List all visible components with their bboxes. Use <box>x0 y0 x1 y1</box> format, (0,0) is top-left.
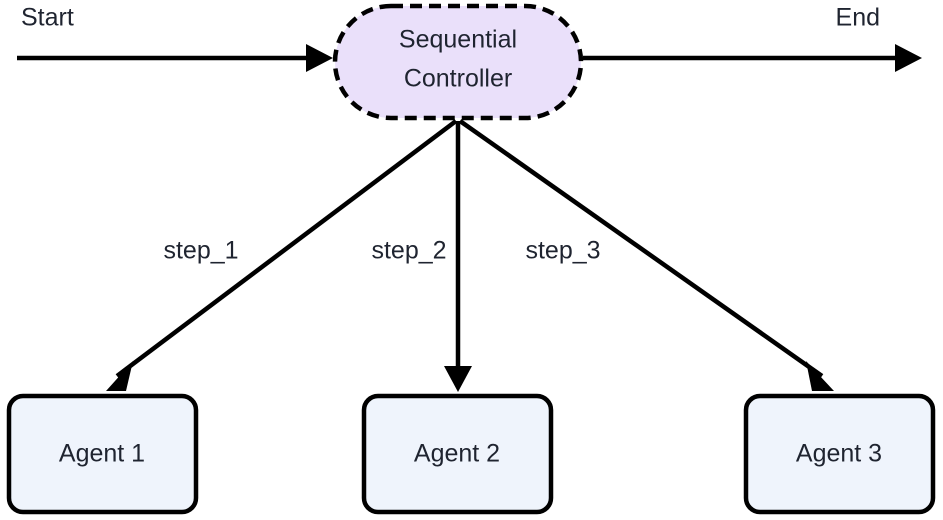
controller-label-line2: Controller <box>404 65 512 93</box>
edge-step-2-arrowhead <box>444 366 472 392</box>
edge-start-arrowhead <box>306 44 333 72</box>
controller-shape[interactable] <box>332 3 584 121</box>
agent-1-shape[interactable] <box>6 393 199 515</box>
edge-step-1-arrow <box>106 119 458 391</box>
edge-step-3-line <box>458 119 824 378</box>
agent-3-shape[interactable] <box>743 393 936 515</box>
node-agent-3[interactable]: Agent 3 <box>743 393 936 515</box>
agent-2-label: Agent 2 <box>414 440 500 468</box>
edge-label-step-3: step_3 <box>525 237 600 265</box>
node-agent-2[interactable]: Agent 2 <box>361 393 554 515</box>
agent-2-shape[interactable] <box>361 393 554 515</box>
edge-step-1-arrowhead <box>106 361 133 391</box>
edge-end-arrowhead <box>895 44 922 72</box>
edge-start-arrow <box>17 44 333 72</box>
end-label: End <box>836 4 880 32</box>
edge-end-arrow <box>583 44 922 72</box>
edge-label-step-1: step_1 <box>163 237 238 265</box>
controller-label-line1: Sequential <box>399 26 517 54</box>
node-sequential-controller[interactable]: Sequential Controller <box>332 3 584 121</box>
edge-step-3-arrowhead <box>806 361 834 391</box>
agent-1-label: Agent 1 <box>59 440 145 468</box>
edge-step-1-line <box>115 119 458 378</box>
edge-step-2-arrow <box>444 121 472 392</box>
node-agent-1[interactable]: Agent 1 <box>6 393 199 515</box>
agent-3-label: Agent 3 <box>796 440 882 468</box>
edge-step-3-arrow <box>458 119 834 391</box>
start-label: Start <box>21 4 74 32</box>
edge-label-step-2: step_2 <box>371 237 446 265</box>
